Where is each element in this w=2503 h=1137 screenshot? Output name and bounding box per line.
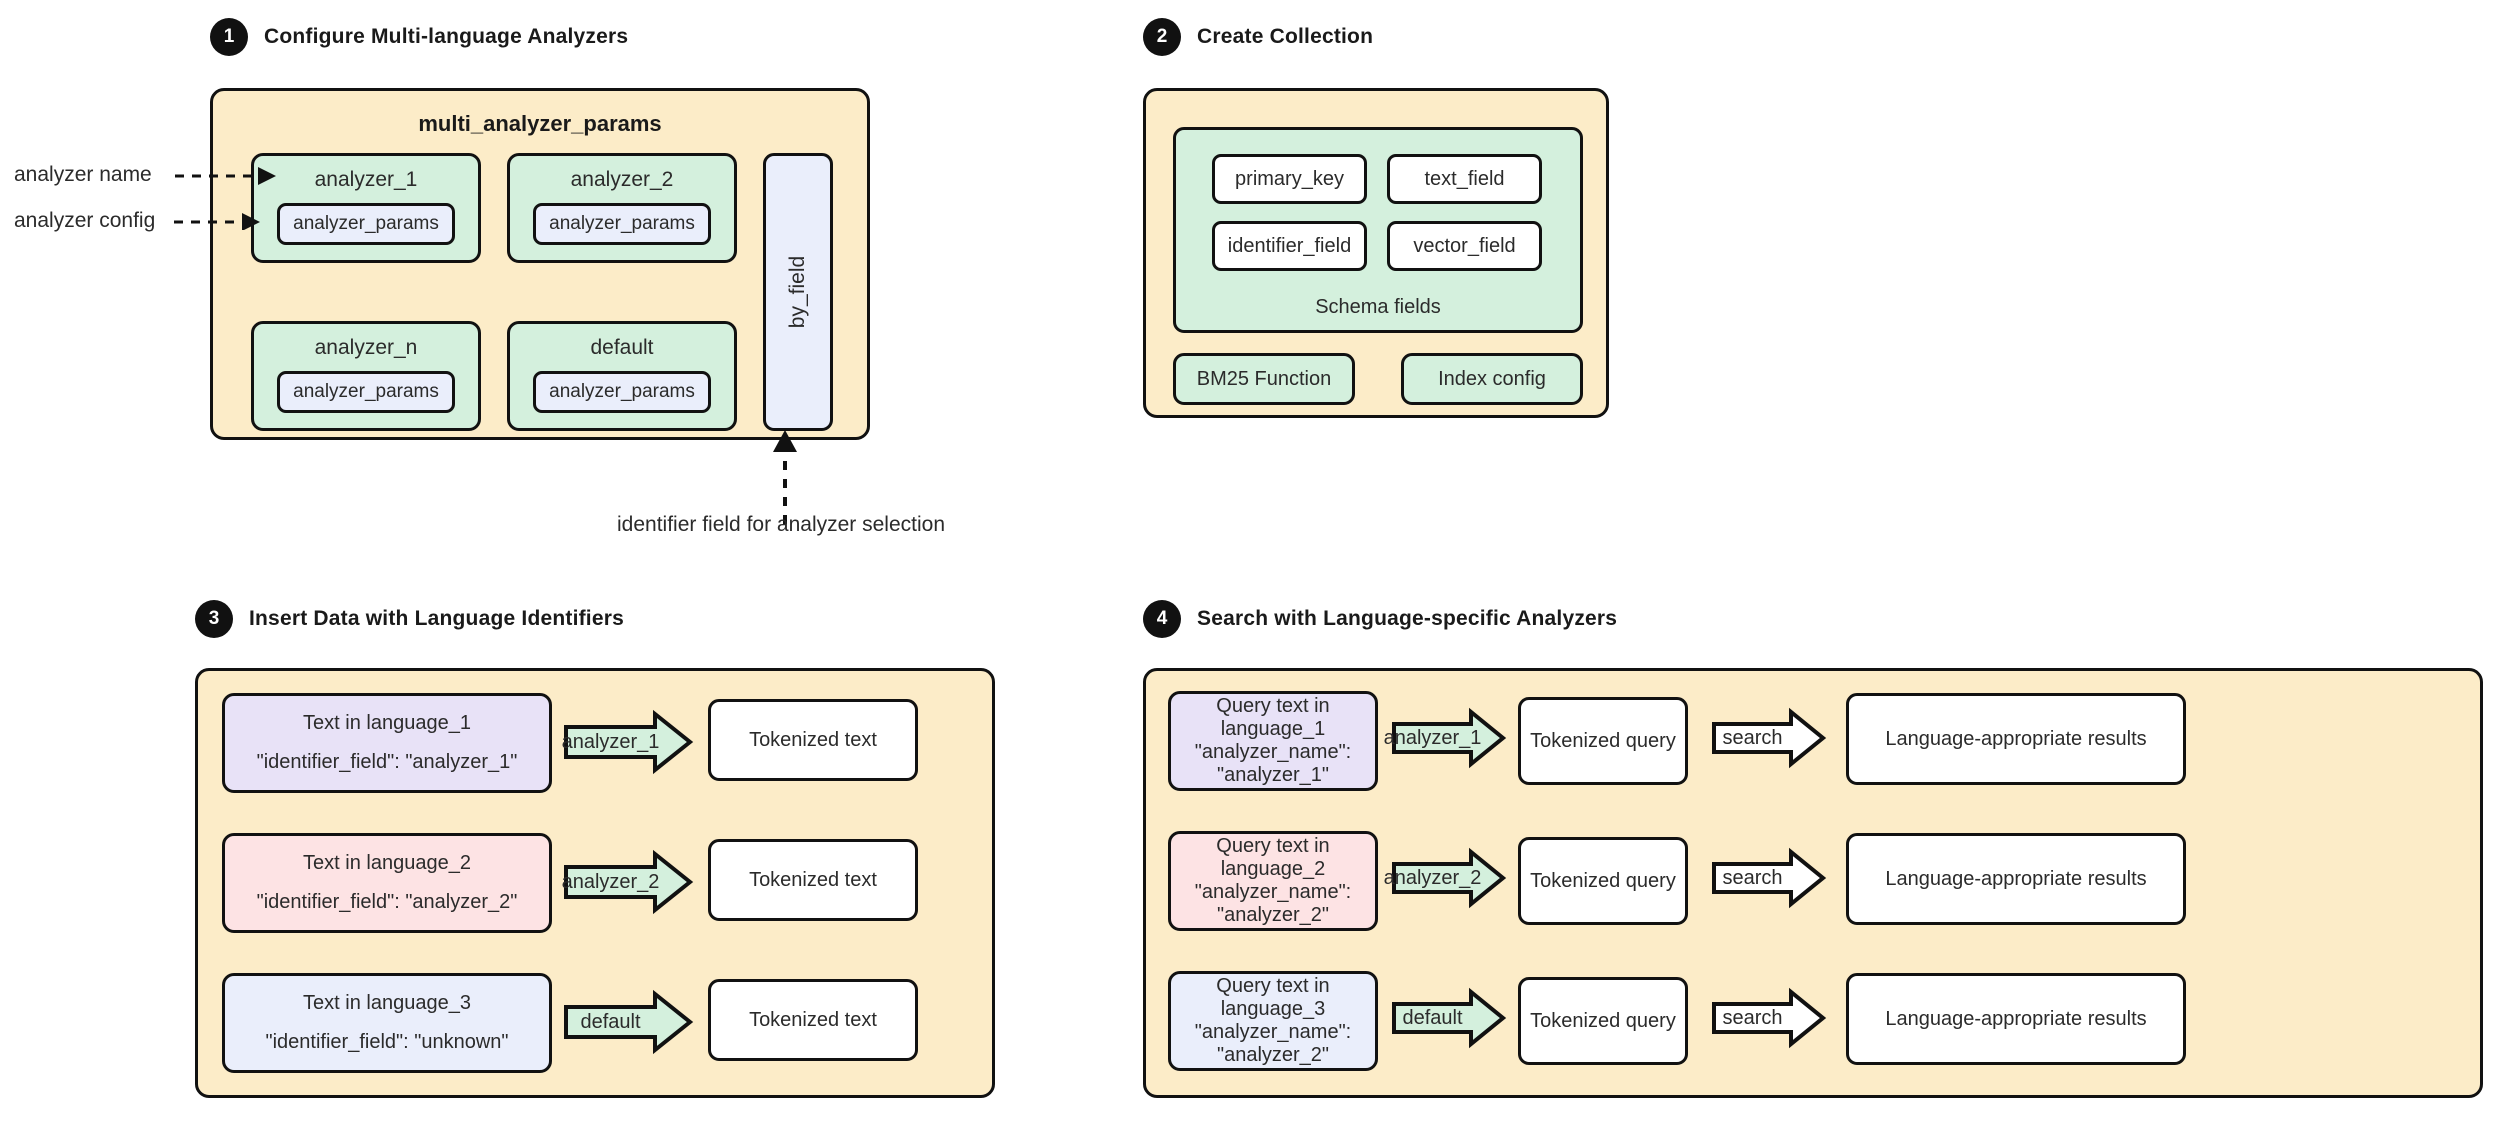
source-line2-row-2: "identifier_field": "analyzer_2" xyxy=(256,891,518,913)
analyzer-params-1: analyzer_params xyxy=(277,203,455,246)
analyzer-card-2[interactable]: analyzer_2 analyzer_params xyxy=(507,153,737,263)
output-card-row-1: Tokenized text xyxy=(708,699,918,781)
identifier-field-connector xyxy=(773,430,797,524)
analyzer-card-n[interactable]: analyzer_n analyzer_params xyxy=(251,321,481,431)
step-1-title: Configure Multi-language Analyzers xyxy=(264,25,629,48)
output-card-row-3: Tokenized text xyxy=(708,979,918,1061)
search-arrow-row-3: search xyxy=(1711,987,1827,1049)
query-line2-row-3: "analyzer_name": "analyzer_2" xyxy=(1194,1021,1352,1067)
source-line2-row-3: "identifier_field": "unknown" xyxy=(265,1031,509,1053)
source-line2-row-1: "identifier_field": "analyzer_1" xyxy=(256,751,518,773)
step-2-title: Create Collection xyxy=(1197,25,1374,48)
step-2-header: 2 Create Collection xyxy=(1143,18,1373,56)
analyzer-card-default[interactable]: default analyzer_params xyxy=(507,321,737,431)
analyzer-name-n: analyzer_n xyxy=(314,336,418,359)
step-1-badge: 1 xyxy=(210,18,248,56)
source-card-row-1[interactable]: Text in language_1 "identifier_field": "… xyxy=(222,693,552,793)
tokenized-query-card-row-2: Tokenized query xyxy=(1518,837,1688,925)
results-card-row-2: Language-appropriate results xyxy=(1846,833,2186,925)
query-line1-row-3: Query text in language_3 xyxy=(1216,974,1330,1020)
schema-fields-caption: Schema fields xyxy=(1315,296,1441,318)
field-chip-primary-key[interactable]: primary_key xyxy=(1212,154,1367,204)
arrowhead-config xyxy=(242,213,260,230)
panel-configure-analyzers: multi_analyzer_params analyzer_1 analyze… xyxy=(210,88,870,440)
source-line1-row-3: Text in language_3 xyxy=(303,992,471,1014)
field-chip-text-field[interactable]: text_field xyxy=(1387,154,1542,204)
step-3-title: Insert Data with Language Identifiers xyxy=(249,607,624,630)
tokenized-query-card-row-1: Tokenized query xyxy=(1518,697,1688,785)
analyzer-name-2: analyzer_2 xyxy=(570,168,674,191)
field-chip-identifier-field[interactable]: identifier_field xyxy=(1212,221,1367,271)
analyzer-arrow-search-row-3: default xyxy=(1391,987,1507,1049)
analyzer-arrow-row-2: analyzer_2 xyxy=(562,849,694,915)
output-card-row-2: Tokenized text xyxy=(708,839,918,921)
schema-fields-box: primary_key text_field identifier_field … xyxy=(1173,127,1583,333)
analyzer-arrow-row-3: default xyxy=(563,989,694,1055)
source-line1-row-2: Text in language_2 xyxy=(303,852,471,874)
panel-insert-data: Text in language_1 "identifier_field": "… xyxy=(195,668,995,1098)
analyzer-arrow-search-row-1: analyzer_1 xyxy=(1384,707,1507,769)
index-config-chip[interactable]: Index config xyxy=(1401,353,1583,405)
arrowhead-name xyxy=(258,167,276,185)
step-4-title: Search with Language-specific Analyzers xyxy=(1197,607,1618,630)
analyzer-params-2: analyzer_params xyxy=(533,203,711,246)
source-line1-row-1: Text in language_1 xyxy=(303,712,471,734)
analyzer-params-n: analyzer_params xyxy=(277,371,455,414)
query-line1-row-1: Query text in language_1 xyxy=(1216,694,1330,740)
analyzer-arrow-row-1: analyzer_1 xyxy=(562,709,694,775)
query-card-row-1[interactable]: Query text in language_1 "analyzer_name"… xyxy=(1168,691,1378,791)
results-card-row-1: Language-appropriate results xyxy=(1846,693,2186,785)
caption-identifier-field: identifier field for analyzer selection xyxy=(617,513,946,536)
analyzer-arrow-search-row-2: analyzer_2 xyxy=(1384,847,1507,909)
query-card-row-2[interactable]: Query text in language_2 "analyzer_name"… xyxy=(1168,831,1378,931)
analyzer-name-default: default xyxy=(590,336,654,359)
search-arrow-row-2: search xyxy=(1711,847,1827,909)
step-2-badge: 2 xyxy=(1143,18,1181,56)
source-card-row-3[interactable]: Text in language_3 "identifier_field": "… xyxy=(222,973,552,1073)
query-line2-row-2: "analyzer_name": "analyzer_2" xyxy=(1194,881,1352,927)
step-3-badge: 3 xyxy=(195,600,233,638)
step-4-header: 4 Search with Language-specific Analyzer… xyxy=(1143,600,1617,638)
label-analyzer-config: analyzer config xyxy=(14,209,156,232)
label-analyzer-name: analyzer name xyxy=(14,163,152,186)
by-field-label: by_field xyxy=(786,255,810,329)
panel-search: Query text in language_1 "analyzer_name"… xyxy=(1143,668,2483,1098)
tokenized-query-card-row-3: Tokenized query xyxy=(1518,977,1688,1065)
panel1-title: multi_analyzer_params xyxy=(418,111,662,136)
bm25-function-chip[interactable]: BM25 Function xyxy=(1173,353,1355,405)
arrowhead-identifier xyxy=(773,430,797,452)
analyzer-params-default: analyzer_params xyxy=(533,371,711,414)
step-4-badge: 4 xyxy=(1143,600,1181,638)
search-arrow-row-1: search xyxy=(1711,707,1827,769)
query-card-row-3[interactable]: Query text in language_3 "analyzer_name"… xyxy=(1168,971,1378,1071)
step-1-header: 1 Configure Multi-language Analyzers xyxy=(210,18,628,56)
by-field-box[interactable]: by_field xyxy=(763,153,833,431)
query-line2-row-1: "analyzer_name": "analyzer_1" xyxy=(1194,741,1352,787)
analyzer-name-1: analyzer_1 xyxy=(314,168,418,191)
field-chip-vector-field[interactable]: vector_field xyxy=(1387,221,1542,271)
step-3-header: 3 Insert Data with Language Identifiers xyxy=(195,600,624,638)
panel-create-collection: primary_key text_field identifier_field … xyxy=(1143,88,1609,418)
results-card-row-3: Language-appropriate results xyxy=(1846,973,2186,1065)
source-card-row-2[interactable]: Text in language_2 "identifier_field": "… xyxy=(222,833,552,933)
query-line1-row-2: Query text in language_2 xyxy=(1216,834,1330,880)
analyzer-card-1[interactable]: analyzer_1 analyzer_params xyxy=(251,153,481,263)
analyzer-name-connector xyxy=(174,167,276,230)
